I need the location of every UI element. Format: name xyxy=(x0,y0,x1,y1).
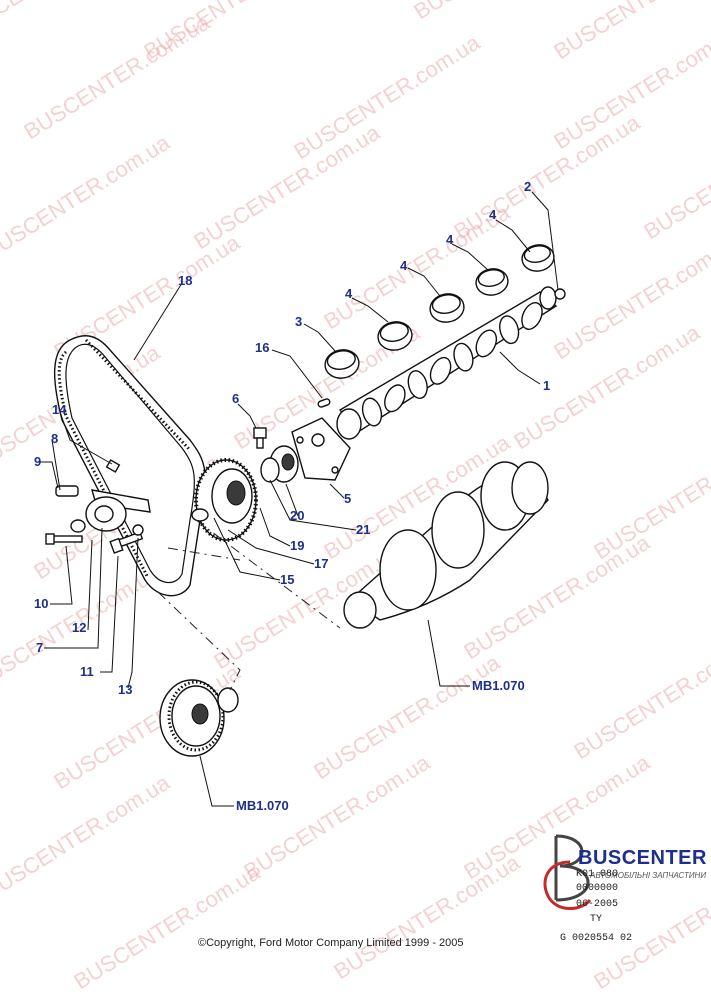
callout-6: 6 xyxy=(232,391,239,406)
watermark-text: BUSCENTER.com.ua xyxy=(189,119,384,254)
stamp-line-3: 06-2005 xyxy=(576,899,618,910)
callout-15: 15 xyxy=(280,572,294,587)
callout-10: 10 xyxy=(34,596,48,611)
cam-lobe xyxy=(407,370,428,399)
callout-4: 4 xyxy=(446,232,454,247)
callout-19: 19 xyxy=(290,538,304,553)
callout-17: 17 xyxy=(314,556,328,571)
callout-2: 2 xyxy=(524,179,531,194)
watermark-text: BUSCENTER.com.ua xyxy=(0,769,175,904)
cam-lobe xyxy=(475,329,498,358)
crankshaft xyxy=(343,461,549,629)
callout-labels: 1 2 3 4 4 4 4 4 5 6 7 8 9 10 11 12 13 14… xyxy=(34,179,550,813)
camshaft-oil-seal xyxy=(260,445,299,483)
logo-tagline: АВТОМОБІЛЬНІ ЗАПЧАСТИНИ xyxy=(589,871,706,880)
callout-4: 4 xyxy=(345,286,353,301)
camshaft-sprocket xyxy=(191,458,258,542)
camshaft xyxy=(336,286,558,440)
watermark-text: BUSCENTER.com.ua xyxy=(639,109,711,244)
callout-ref-pulley: MB1.070 xyxy=(236,798,289,813)
watermark-text: BUSCENTER.com.ua xyxy=(19,9,214,144)
belt-tensioner xyxy=(45,459,151,554)
logo-name: BUSCENTER xyxy=(578,847,707,869)
callout-12: 12 xyxy=(72,620,86,635)
cam-lobe xyxy=(453,342,474,372)
camshaft-bearings xyxy=(317,244,566,408)
callout-7: 7 xyxy=(36,640,43,655)
stamp-line-4: TY xyxy=(590,914,602,925)
callout-4: 4 xyxy=(489,207,497,222)
callout-11: 11 xyxy=(80,664,94,679)
callout-1: 1 xyxy=(543,378,550,393)
watermark-text: BUSCENTER.com.ua xyxy=(409,0,604,24)
stamp-line-2: 0000000 xyxy=(576,883,618,894)
callout-18: 18 xyxy=(178,273,192,288)
callout-ref-crankshaft: MB1.070 xyxy=(472,678,525,693)
watermark-text: BUSCENTER.com.ua xyxy=(289,29,484,164)
reference-stamp: K01 080 0000000 06-2005 TY G 0020554 02 xyxy=(560,869,632,944)
copyright-notice: ©Copyright, Ford Motor Company Limited 1… xyxy=(198,937,464,949)
callout-4: 4 xyxy=(400,258,408,273)
watermark-text: BUSCENTER.com.ua xyxy=(319,199,514,334)
alignment-lines xyxy=(157,519,341,691)
callout-16: 16 xyxy=(255,340,269,355)
buscenter-logo: BUSCENTER АВТОМОБІЛЬНІ ЗАПЧАСТИНИ xyxy=(543,834,707,910)
watermark-text: BUSCENTER.com.ua xyxy=(589,429,711,564)
callout-8: 8 xyxy=(51,431,58,446)
stamp-line-5: G 0020554 02 xyxy=(560,933,632,944)
cam-lobe xyxy=(361,397,383,427)
bolt xyxy=(253,427,267,449)
timing-belt xyxy=(54,335,206,597)
watermark-text: BUSCENTER.com.ua xyxy=(329,849,524,984)
callout-3: 3 xyxy=(295,314,302,329)
watermark-text: BUSCENTER.com.ua xyxy=(0,0,145,44)
callout-14: 14 xyxy=(52,402,67,417)
callout-20: 20 xyxy=(290,508,304,523)
crankshaft-pulley xyxy=(159,679,239,757)
callout-13: 13 xyxy=(118,682,132,697)
camshaft-bracket-plate xyxy=(291,417,351,481)
callout-21: 21 xyxy=(356,522,370,537)
cam-lobe xyxy=(384,384,406,413)
watermark-text: BUSCENTER.com.ua xyxy=(0,129,175,264)
callout-5: 5 xyxy=(344,491,351,506)
leader-lines xyxy=(36,191,559,807)
callout-9: 9 xyxy=(34,454,41,469)
watermark-text: BUSCENTER.com.ua xyxy=(509,319,704,454)
cam-lobe xyxy=(521,302,543,330)
watermark-text: BUSCENTER.com.ua xyxy=(569,629,711,764)
watermark-text: BUSCENTER.com.ua xyxy=(69,859,264,994)
cam-lobe xyxy=(499,315,520,345)
cam-lobe xyxy=(429,356,452,385)
stamp-line-1: K01 080 xyxy=(576,869,618,880)
